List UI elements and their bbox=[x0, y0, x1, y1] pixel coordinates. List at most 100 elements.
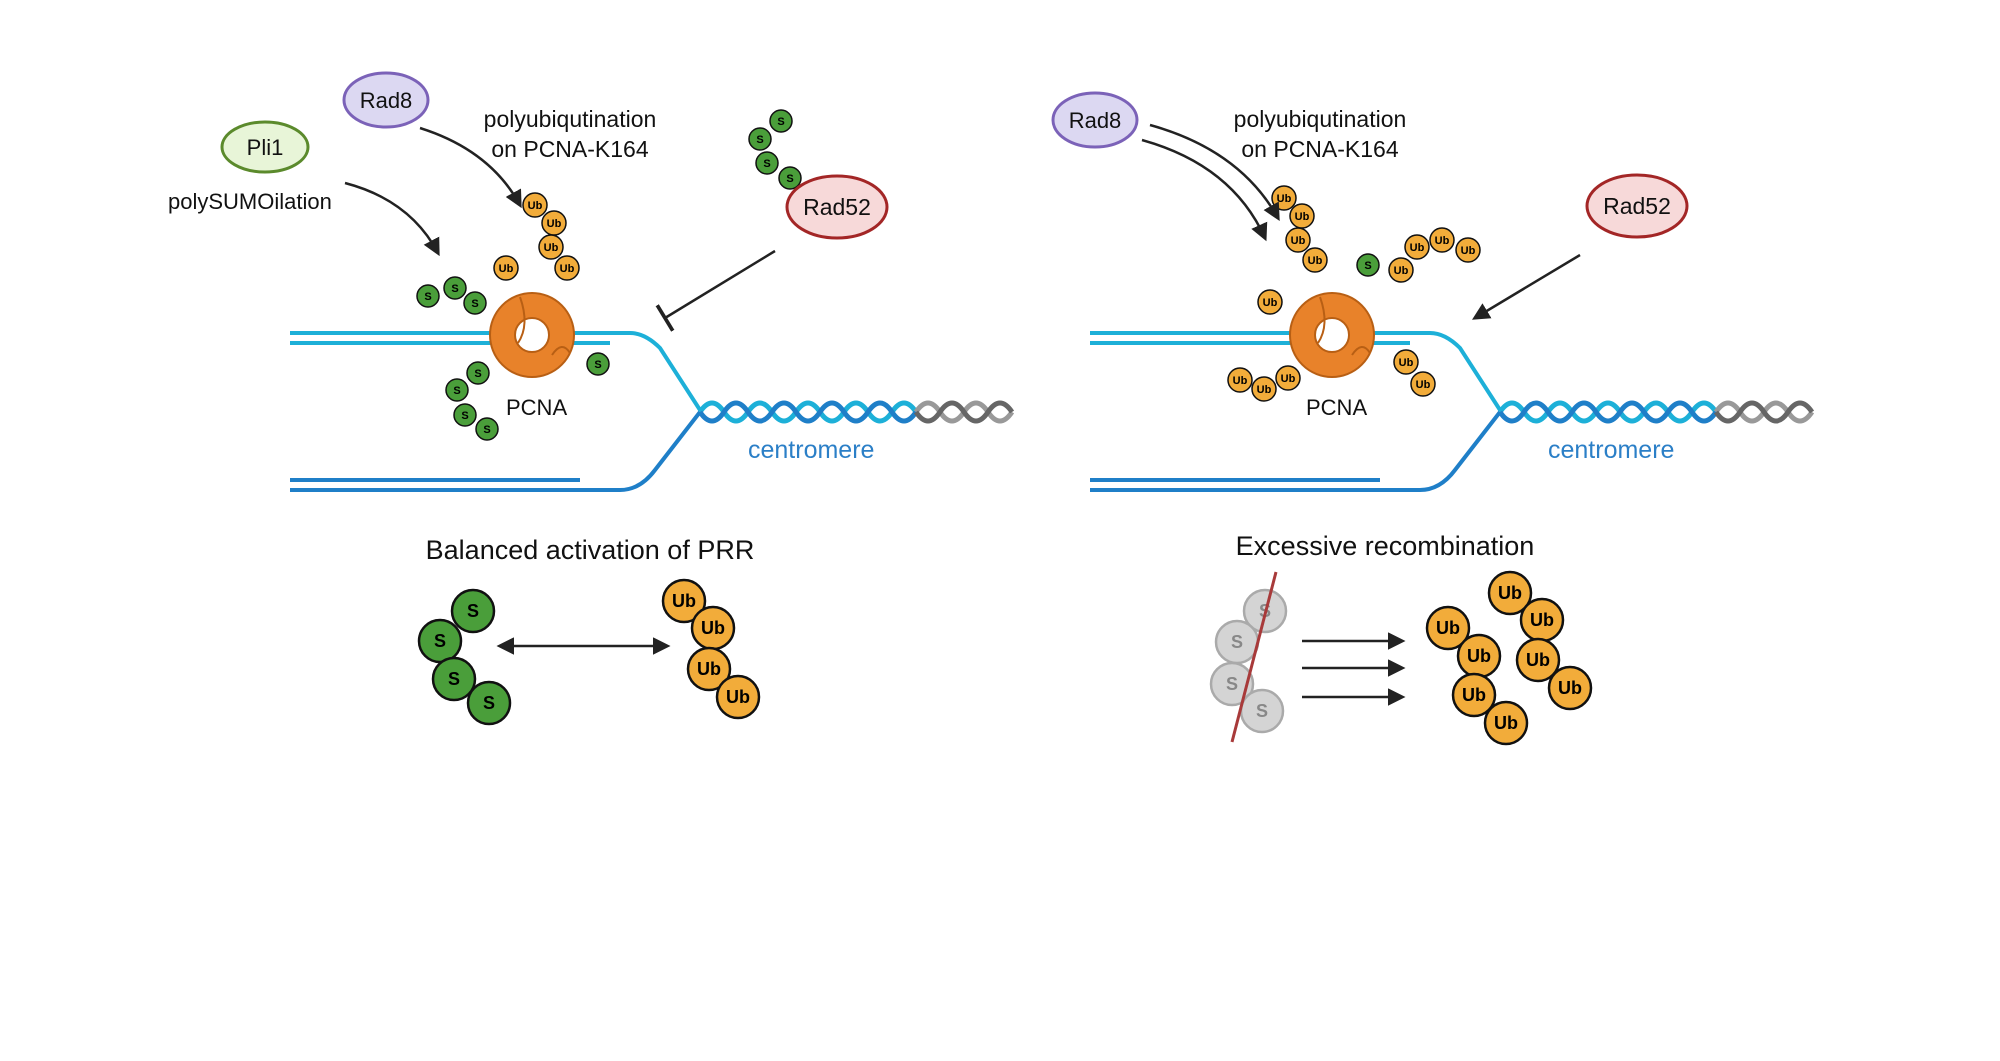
svg-text:Ub: Ub bbox=[1526, 650, 1550, 670]
ub-bead: Ub bbox=[1388, 257, 1414, 283]
dna-double-helix bbox=[697, 400, 1015, 424]
svg-text:Ub: Ub bbox=[1308, 255, 1323, 267]
rad52-arrow bbox=[1471, 253, 1581, 320]
ub-bead: Ub bbox=[1251, 376, 1277, 402]
pli1-arrow bbox=[344, 181, 440, 257]
svg-text:S: S bbox=[777, 116, 784, 128]
ub-bead: Ub bbox=[1257, 289, 1283, 315]
ub-bead: Ub bbox=[1271, 185, 1297, 211]
ub-bead: Ub bbox=[554, 255, 580, 281]
sumo-chain-large: S S S S bbox=[417, 588, 512, 726]
svg-text:Ub: Ub bbox=[1494, 713, 1518, 733]
svg-text:Rad8: Rad8 bbox=[360, 88, 413, 113]
sumo-bead: S bbox=[443, 276, 467, 300]
polysumoilation-label: polySUMOilation bbox=[168, 189, 332, 214]
centromere-label: centromere bbox=[1548, 436, 1674, 464]
rad52-protein: Rad52 bbox=[1585, 173, 1689, 239]
svg-text:Ub: Ub bbox=[1461, 245, 1476, 257]
free-sumo-chain: S S S S bbox=[748, 109, 802, 190]
pcna-ring bbox=[1289, 292, 1375, 378]
ub-bead: Ub bbox=[1487, 570, 1533, 616]
svg-text:Ub: Ub bbox=[1281, 373, 1296, 385]
sumo-chain: S S S S S S S S bbox=[416, 276, 610, 441]
svg-text:S: S bbox=[448, 669, 460, 689]
svg-text:Ub: Ub bbox=[560, 263, 575, 275]
sumo-bead: S bbox=[1209, 661, 1255, 707]
svg-text:S: S bbox=[483, 424, 490, 436]
sumo-bead: S bbox=[778, 166, 802, 190]
svg-text:Pli1: Pli1 bbox=[247, 135, 284, 160]
svg-text:S: S bbox=[1256, 701, 1268, 721]
ub-bead: Ub bbox=[1410, 371, 1436, 397]
ub-bead: Ub bbox=[1483, 700, 1529, 746]
dna-replication-fork bbox=[290, 331, 702, 492]
sumo-strike-line bbox=[1230, 571, 1278, 743]
rad8-protein: Rad8 bbox=[342, 71, 430, 129]
svg-text:S: S bbox=[461, 410, 468, 422]
ub-bead: Ub bbox=[1393, 349, 1419, 375]
ub-bead: Ub bbox=[686, 646, 732, 692]
svg-text:Ub: Ub bbox=[528, 200, 543, 212]
ub-bead: Ub bbox=[1456, 633, 1502, 679]
svg-text:Rad8: Rad8 bbox=[1069, 108, 1122, 133]
svg-text:Ub: Ub bbox=[1436, 618, 1460, 638]
sumo-bead: S bbox=[466, 680, 512, 726]
ubiquitin-chains-large: Ub Ub Ub Ub Ub Ub Ub Ub bbox=[1425, 570, 1593, 746]
ub-bead: Ub bbox=[1302, 247, 1328, 273]
ubiquitin-chains: Ub Ub Ub Ub Ub Ub Ub Ub Ub Ub Ub Ub Ub U… bbox=[1227, 185, 1481, 402]
ubiquitin-chain-large: Ub Ub Ub Ub bbox=[661, 578, 761, 720]
centromere-label: centromere bbox=[748, 436, 874, 464]
rad8-strong-arrow-2 bbox=[1141, 138, 1268, 242]
svg-text:Ub: Ub bbox=[672, 591, 696, 611]
sumo-bead: S bbox=[755, 151, 779, 175]
svg-text:Ub: Ub bbox=[1467, 646, 1491, 666]
excessive-recombination-caption: Excessive recombination bbox=[1236, 531, 1535, 561]
svg-text:Ub: Ub bbox=[1558, 678, 1582, 698]
ub-bead: Ub bbox=[1425, 605, 1471, 651]
sumo-bead: S bbox=[586, 352, 610, 376]
polyubiquitination-label-line1: polyubiqutination bbox=[484, 106, 657, 132]
ub-bead: Ub bbox=[1547, 665, 1593, 711]
pcna-label: PCNA bbox=[1306, 395, 1367, 420]
svg-text:Ub: Ub bbox=[726, 687, 750, 707]
sumo-bead: S bbox=[1239, 688, 1285, 734]
svg-text:Ub: Ub bbox=[1410, 242, 1425, 254]
rad52-inhibition-line bbox=[655, 249, 776, 332]
rad8-protein: Rad8 bbox=[1051, 91, 1139, 149]
balanced-prr-caption: Balanced activation of PRR bbox=[426, 535, 755, 565]
ub-bead: Ub bbox=[1515, 637, 1561, 683]
svg-text:Ub: Ub bbox=[1498, 583, 1522, 603]
svg-text:Ub: Ub bbox=[701, 618, 725, 638]
svg-text:Ub: Ub bbox=[499, 263, 514, 275]
ub-bead: Ub bbox=[1455, 237, 1481, 263]
ub-bead: Ub bbox=[1429, 227, 1455, 253]
sumo-bead: S bbox=[748, 127, 772, 151]
svg-text:S: S bbox=[471, 298, 478, 310]
polyubiquitination-label-line2: on PCNA-K164 bbox=[1241, 136, 1398, 162]
sumo-bead: S bbox=[466, 361, 490, 385]
sumo-bead: S bbox=[475, 417, 499, 441]
svg-text:S: S bbox=[786, 173, 793, 185]
ub-bead: Ub bbox=[538, 234, 564, 260]
svg-text:S: S bbox=[434, 631, 446, 651]
svg-text:S: S bbox=[1364, 260, 1371, 272]
sumo-bead: S bbox=[453, 403, 477, 427]
pcna-ring bbox=[489, 292, 575, 378]
sumo-bead: S bbox=[431, 656, 477, 702]
svg-text:Ub: Ub bbox=[544, 242, 559, 254]
svg-text:Ub: Ub bbox=[1257, 384, 1272, 396]
svg-text:Ub: Ub bbox=[1291, 235, 1306, 247]
sumo-chain-faded: S S S S bbox=[1209, 588, 1288, 734]
ub-bead: Ub bbox=[1451, 672, 1497, 718]
rad8-strong-arrow-1 bbox=[1149, 123, 1280, 222]
svg-text:S: S bbox=[1226, 674, 1238, 694]
ub-bead: Ub bbox=[1404, 234, 1430, 260]
sumo-bead: S bbox=[417, 618, 463, 664]
pli1-protein: Pli1 bbox=[220, 120, 310, 174]
left-panel: centromere PCNA S S S S S S S S Ub Ub Ub… bbox=[168, 71, 1015, 726]
svg-text:S: S bbox=[453, 385, 460, 397]
svg-text:Ub: Ub bbox=[1416, 379, 1431, 391]
polyubiquitination-label-line2: on PCNA-K164 bbox=[491, 136, 648, 162]
polyubiquitination-label-line1: polyubiqutination bbox=[1234, 106, 1407, 132]
svg-text:Ub: Ub bbox=[1530, 610, 1554, 630]
